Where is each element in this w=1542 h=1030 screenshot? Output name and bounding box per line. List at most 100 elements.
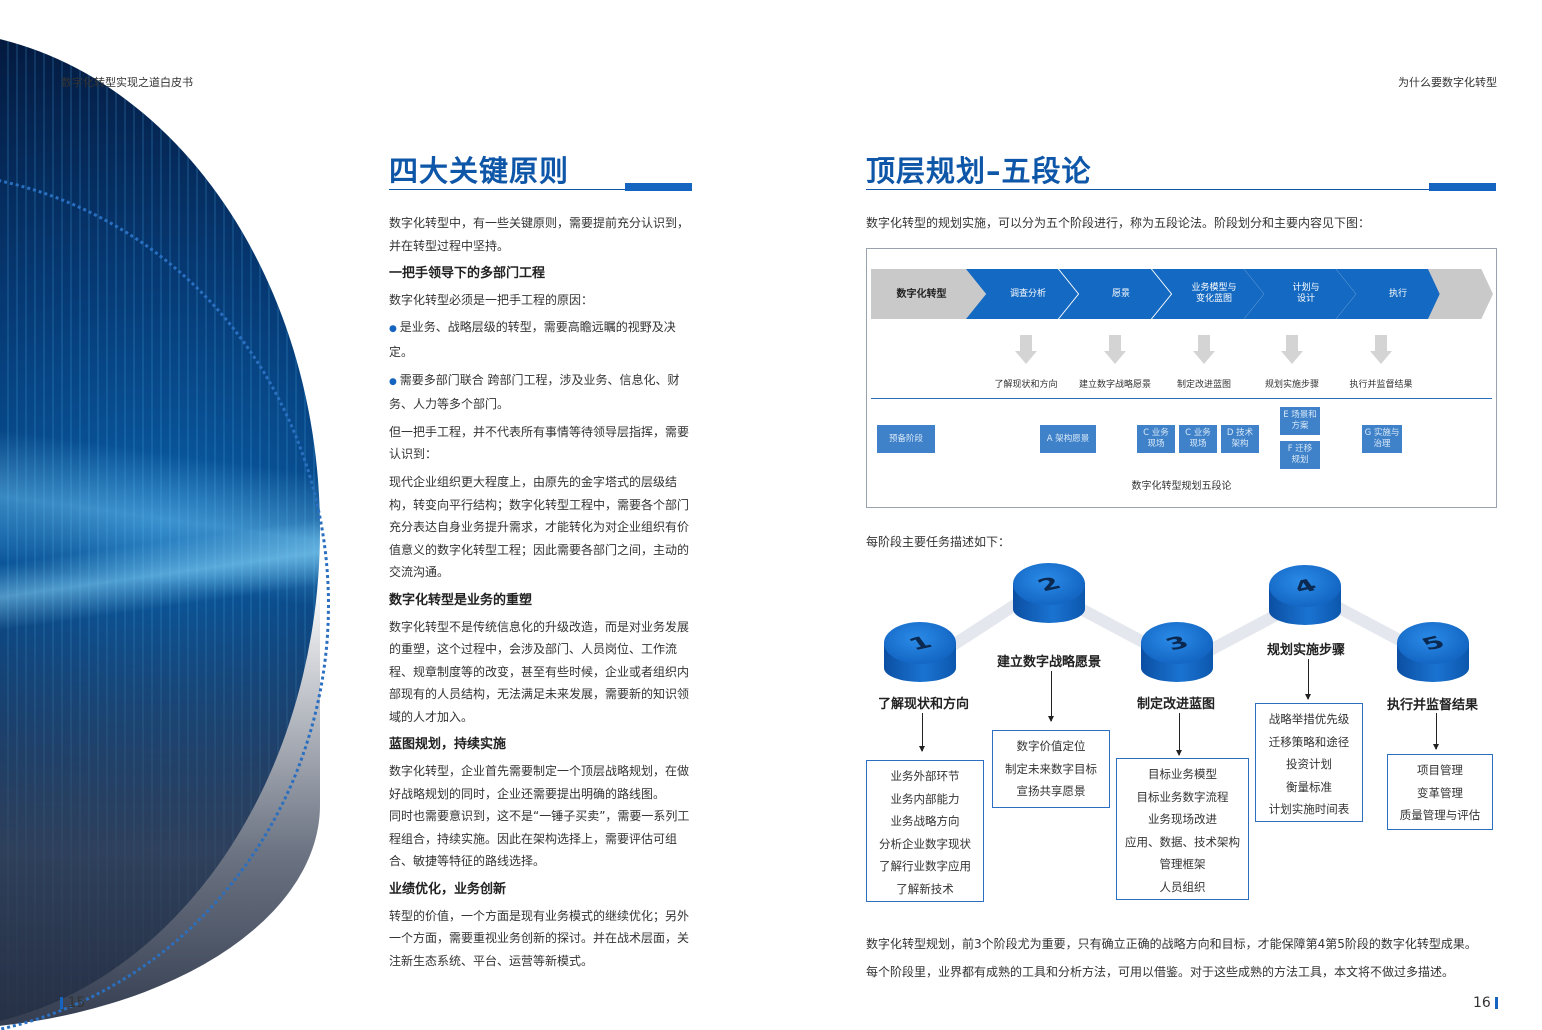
step-5-title: 执行并监督结果	[1387, 698, 1479, 713]
divider	[871, 398, 1492, 399]
step-4-task-box: 战略举措优先级 迁移策略和途径 投资计划 衡量标准 计划实施时间表	[1255, 703, 1363, 822]
paragraph: 数字化转型不是传统信息化的升级改造，而是对业务发展的重塑，这个过程中，会涉及部门…	[389, 619, 690, 724]
task-item: 管理框架	[1159, 857, 1206, 872]
paragraph: 数字化转型必须是一把手工程的原因：	[389, 292, 594, 307]
subheading: 业绩优化，业务创新	[389, 882, 507, 898]
task-item: 计划实施时间表	[1268, 802, 1350, 817]
task-item: 迁移策略和途径	[1268, 734, 1350, 749]
task-item: 业务内部能力	[890, 791, 960, 806]
five-stage-diagram: 数字化转型 调查分析 愿景 业务模型与 变化蓝图 计划与 设计 执行 了解现状和…	[866, 248, 1497, 508]
down-arrow-icon	[1015, 335, 1037, 365]
outcome-label: 建立数字战略愿景	[1078, 380, 1151, 390]
phase-f: F 迁移 规划	[1280, 441, 1320, 469]
diagram-caption: 数字化转型规划五段论	[1131, 481, 1232, 492]
arrow-connector	[1433, 713, 1439, 750]
paragraph: 转型的价值，一个方面是现有业务模式的继续优化；另外一个方面，需要重视业务创新的探…	[389, 908, 690, 968]
running-header-right: 为什么要数字化转型	[1398, 76, 1497, 89]
section-title-principles: 四大关键原则	[389, 154, 570, 188]
cover-image-sphere	[0, 0, 330, 1030]
summary-line-1: 数字化转型规划，前3个阶段尤为重要，只有确立正确的战略方向和目标，才能保障第4第…	[866, 937, 1477, 951]
running-header-left: 数字化转型实现之道白皮书	[61, 76, 193, 89]
arrow-connector	[1176, 713, 1182, 756]
step-4-puck: 4	[1269, 565, 1341, 629]
task-item: 数字价值定位	[1016, 739, 1086, 753]
down-arrow-icon	[1104, 335, 1126, 365]
step-2-title: 建立数字战略愿景	[997, 655, 1102, 670]
paragraph: 现代企业组织更大程度上，由原先的金字塔式的层级结构，转变向平行结构；数字化转型工…	[389, 474, 690, 580]
task-item: 质量管理与评估	[1399, 808, 1481, 823]
step-2-puck: 2	[1013, 563, 1085, 627]
task-item: 业务外部环节	[890, 769, 960, 783]
title-accent-bar	[1429, 183, 1496, 191]
task-item: 战略举措优先级	[1268, 712, 1350, 726]
subheading: 数字化转型是业务的重塑	[389, 592, 533, 608]
stage-flow: 数字化转型 调查分析 愿景 业务模型与 变化蓝图 计划与 设计 执行	[871, 269, 1493, 321]
principles-body: 数字化转型中，有一些关键原则，需要提前充分认识到，并在转型过程中坚持。 一把手领…	[389, 212, 693, 977]
page-marker-icon	[1495, 997, 1499, 1009]
arrow-connector	[1305, 659, 1311, 700]
flow-start-arrow: 数字化转型	[871, 269, 986, 319]
task-item: 目标业务数字流程	[1136, 789, 1229, 804]
five-stage-intro: 数字化转型的规划实施，可以分为五个阶段进行，称为五段论法。阶段划分和主要内容见下…	[866, 216, 1371, 230]
page-marker-icon	[60, 997, 63, 1009]
step-3-puck: 3	[1141, 622, 1213, 686]
summary-line-2: 每个阶段里，业界都有成熟的工具和分析方法，可用以借鉴。对于这些成熟的方法工具，本…	[866, 965, 1455, 979]
page-number-left: 15	[60, 995, 85, 1011]
task-item: 目标业务模型	[1148, 767, 1217, 781]
page-number-right: 16	[1473, 995, 1499, 1011]
task-item: 了解行业数字应用	[879, 859, 971, 874]
step-4-title: 规划实施步骤	[1267, 643, 1346, 658]
paragraph: 同时也需要意识到，这不是“一锤子买卖”，需要一系列工程组合，持续实施。因此在架构…	[389, 809, 690, 869]
task-item: 项目管理	[1417, 763, 1463, 777]
task-item: 投资计划	[1286, 757, 1332, 772]
flow-stage-blueprint: 业务模型与 变化蓝图	[1152, 269, 1264, 319]
down-arrow-icon	[1281, 335, 1303, 365]
task-item: 宣扬共享愿景	[1016, 784, 1086, 799]
down-arrow-icon	[1193, 335, 1215, 365]
task-item: 业务现场改进	[1148, 812, 1217, 827]
phase-c2: C 业务 现场	[1179, 425, 1217, 453]
down-arrow-icon	[1370, 335, 1392, 365]
step-2-task-box: 数字价值定位 制定未来数字目标 宣扬共享愿景	[992, 730, 1110, 808]
phase-a: A 架构愿景	[1040, 425, 1096, 453]
paragraph: 数字化转型，企业首先需要制定一个顶层战略规划，在做好战略规划的同时，企业还需要提…	[389, 764, 690, 801]
title-accent-bar	[625, 183, 692, 191]
arrow-connector	[1048, 671, 1054, 722]
bullet-item: 是业务、战略层级的转型，需要高瞻远瞩的视野及决定。	[389, 316, 693, 363]
task-item: 人员组织	[1159, 879, 1206, 894]
subheading: 蓝图规划，持续实施	[389, 737, 507, 753]
paragraph: 但一把手工程，并不代表所有事情等待领导层指挥，需要认识到：	[389, 424, 690, 462]
step-1-title: 了解现状和方向	[878, 697, 970, 712]
step-5-task-box: 项目管理 变革管理 质量管理与评估	[1387, 754, 1493, 830]
step-1-puck: 1	[884, 622, 956, 686]
section-title-five-stage: 顶层规划–五段论	[866, 154, 1092, 188]
outcome-label: 执行并监督结果	[1349, 380, 1413, 390]
phase-prep: 预备阶段	[877, 425, 935, 453]
stage-steps-diagram: 1 2 3 4 5 了解现状和方向 建立数字战略愿景 制定改进蓝图 规划实施步骤…	[866, 555, 1497, 915]
task-item: 了解新技术	[896, 881, 954, 896]
phase-g: G 实施与 治理	[1362, 425, 1402, 453]
outcome-label: 规划实施步骤	[1264, 380, 1319, 390]
step-3-task-box: 目标业务模型 目标业务数字流程 业务现场改进 应用、数据、技术架构 管理框架 人…	[1116, 758, 1249, 900]
phase-d: D 技术 架构	[1221, 425, 1259, 453]
task-item: 衡量标准	[1286, 779, 1332, 794]
outcome-label: 制定改进蓝图	[1176, 380, 1231, 390]
flow-stage-survey: 调查分析	[966, 269, 1078, 319]
phase-c1: C 业务 现场	[1137, 425, 1175, 453]
subheading: 一把手领导下的多部门工程	[389, 266, 546, 282]
title-underline	[389, 189, 692, 190]
bullet-item: 需要多部门联合 跨部门工程，涉及业务、信息化、财务、人力等多个部门。	[389, 369, 693, 416]
paragraph: 数字化转型中，有一些关键原则，需要提前充分认识到，并在转型过程中坚持。	[389, 216, 690, 253]
task-item: 变革管理	[1417, 785, 1463, 800]
step-5-puck: 5	[1397, 622, 1469, 686]
step-3-title: 制定改进蓝图	[1137, 697, 1216, 712]
tasks-intro: 每阶段主要任务描述如下：	[866, 535, 1011, 549]
arrow-connector	[919, 713, 925, 752]
outcome-label: 了解现状和方向	[994, 380, 1058, 390]
task-item: 应用、数据、技术架构	[1125, 834, 1240, 849]
task-item: 制定未来数字目标	[1005, 761, 1097, 776]
title-underline	[866, 189, 1496, 190]
step-1-task-box: 业务外部环节 业务内部能力 业务战略方向 分析企业数字现状 了解行业数字应用 了…	[866, 760, 984, 902]
task-item: 分析企业数字现状	[879, 836, 971, 851]
phase-e: E 场景和 方案	[1280, 407, 1320, 435]
